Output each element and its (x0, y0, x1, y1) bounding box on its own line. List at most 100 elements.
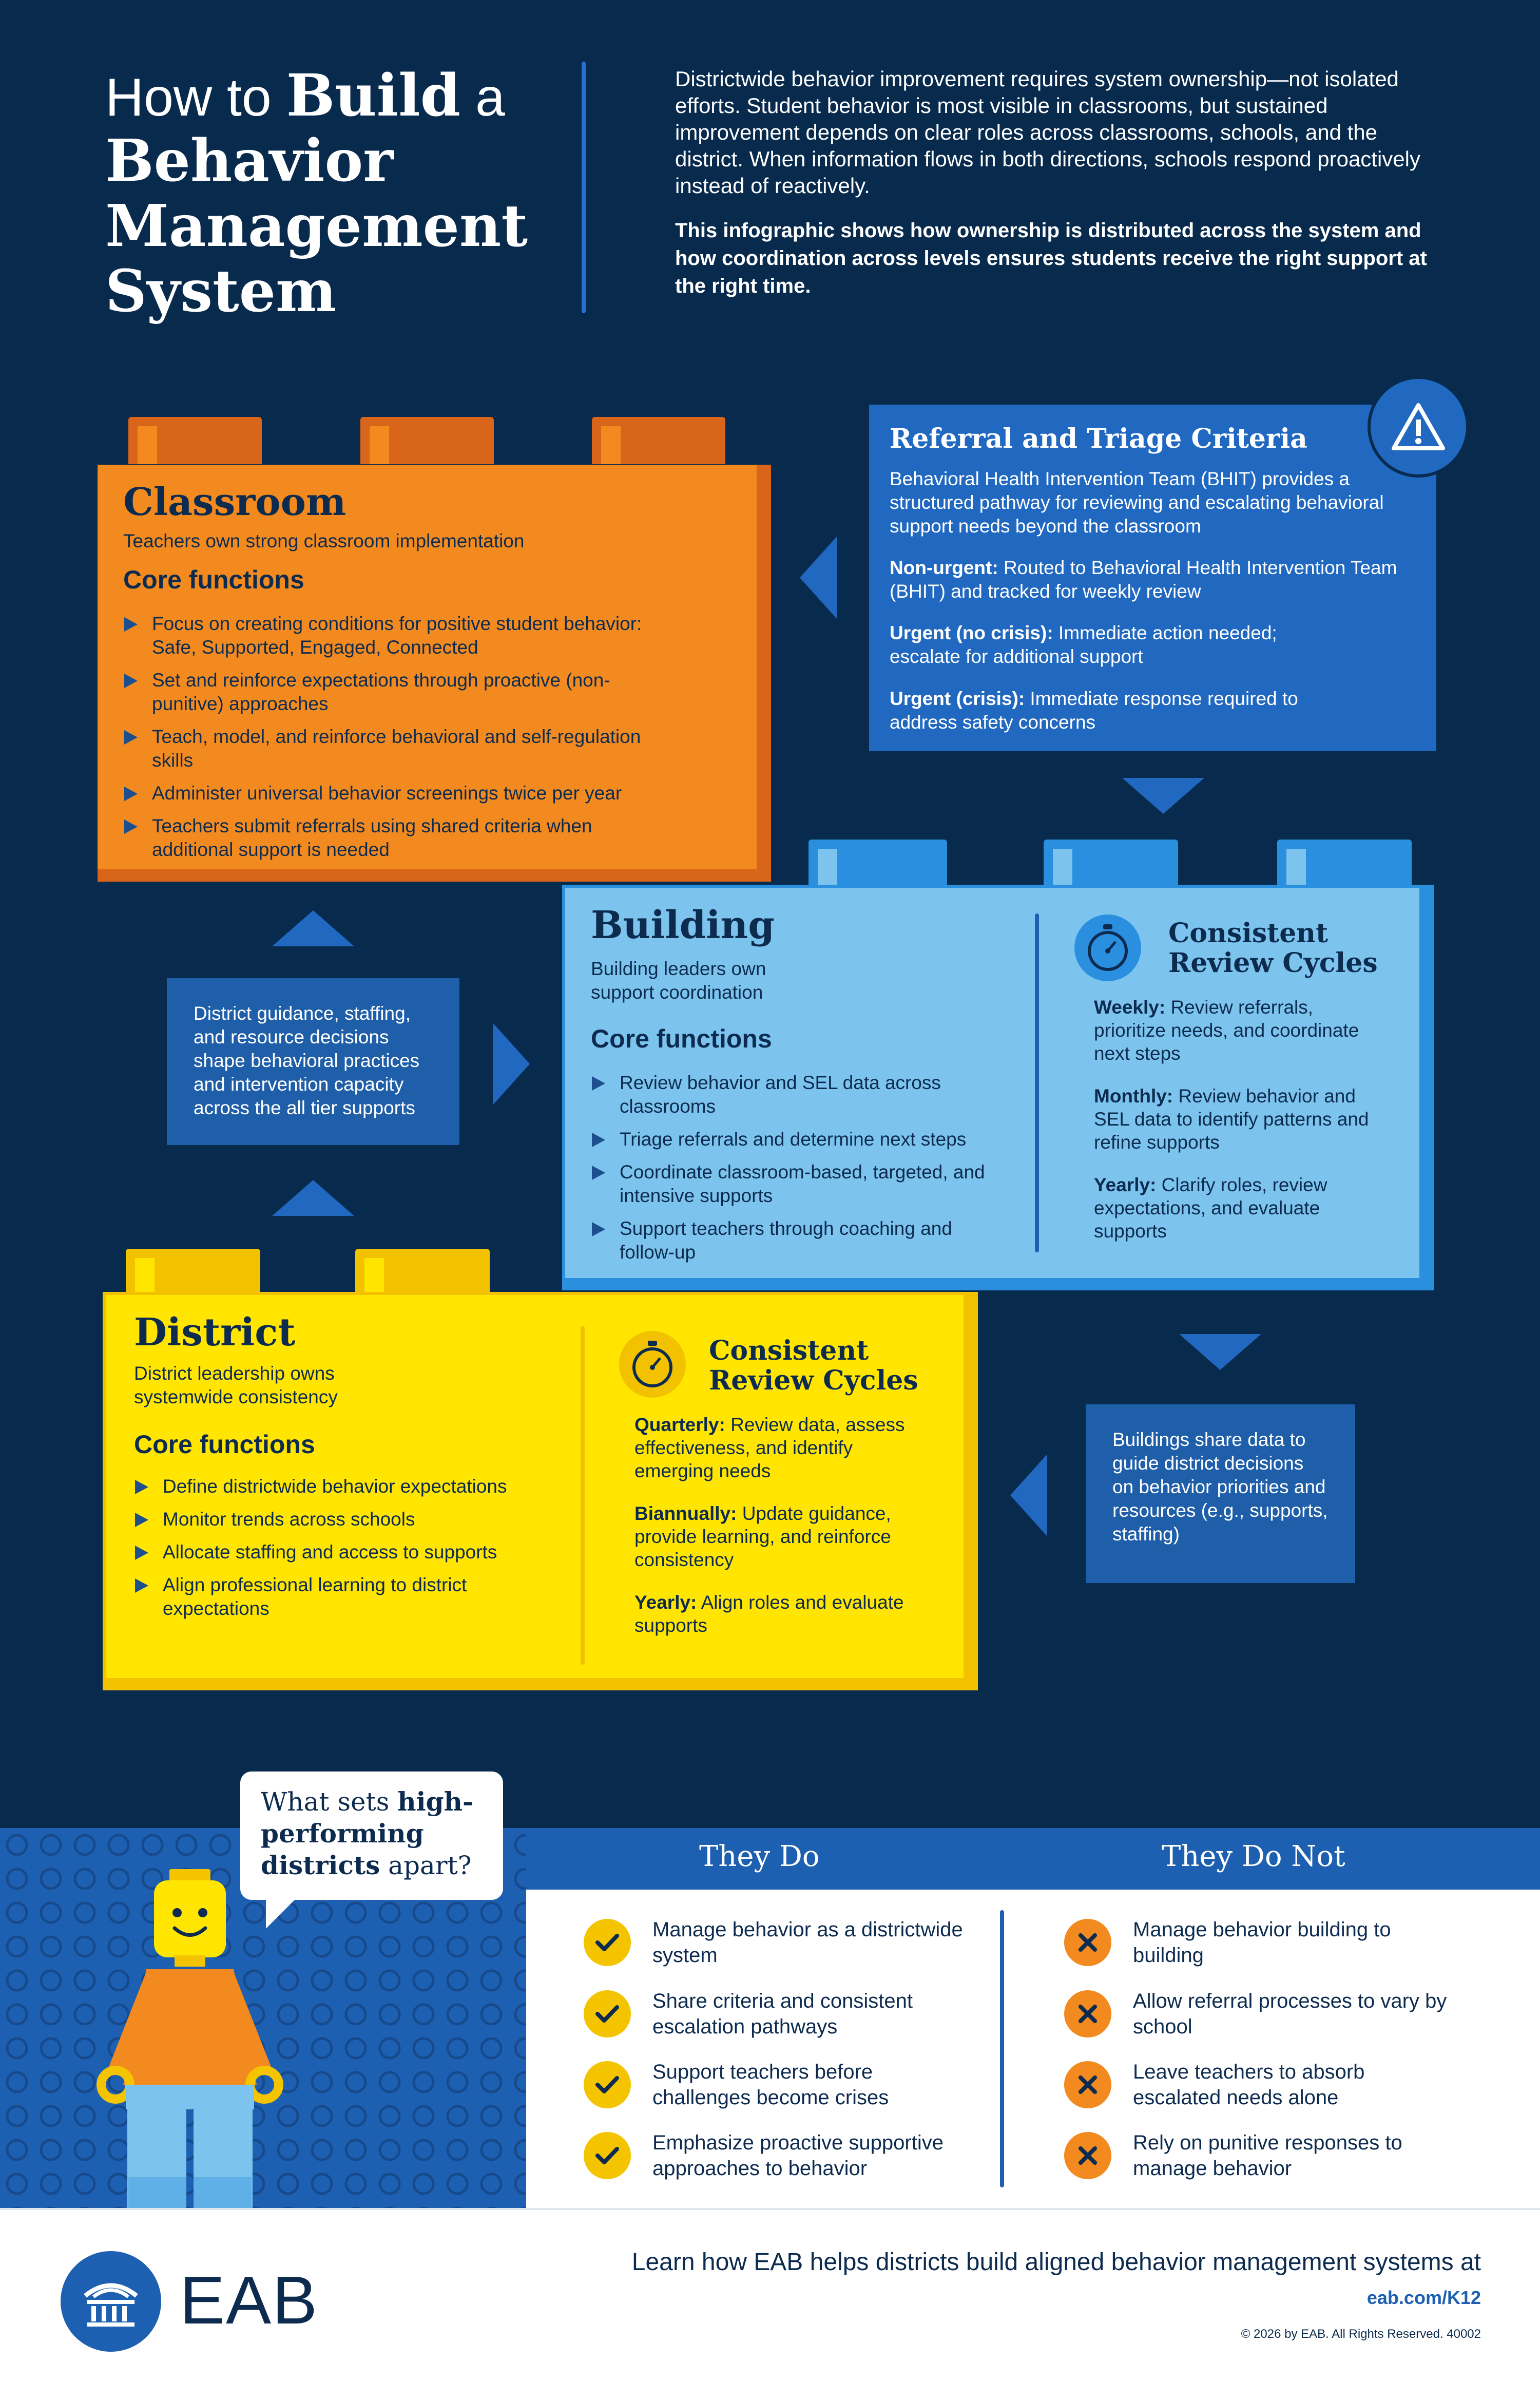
item-text: Allow referral processes to vary by scho… (1133, 1990, 1447, 2038)
title-bold-build: Build (286, 62, 461, 129)
they-do-not-item: Manage behavior building to building (1064, 1917, 1454, 1968)
referral-label: Non-urgent: (890, 557, 998, 578)
eab-logo-icon[interactable] (61, 2251, 161, 2352)
list-item: Define districtwide behavior expectation… (134, 1475, 540, 1498)
stopwatch-icon (1074, 915, 1141, 981)
x-icon (1064, 1990, 1111, 2037)
cycle-item-yearly: Yearly: Clarify roles, review expectatio… (1094, 1173, 1381, 1243)
arrow-right-icon (493, 1023, 530, 1105)
lego-figure-illustration (97, 1869, 283, 2208)
item-text: Leave teachers to absorb escalated needs… (1133, 2061, 1365, 2109)
comparison-panel (526, 1890, 1540, 2208)
warning-icon (1368, 376, 1469, 478)
header-divider (582, 62, 586, 313)
arrow-left-icon (1010, 1454, 1047, 1536)
bubble-pre: What sets (261, 1787, 398, 1817)
district-core-title: Core functions (134, 1430, 315, 1459)
stopwatch-icon (619, 1331, 686, 1398)
building-stud (1044, 840, 1178, 887)
list-item: Administer universal behavior screenings… (123, 782, 667, 805)
intro-bold-text: This infographic shows how ownership is … (675, 219, 1427, 297)
comparison-divider (1000, 1910, 1004, 2187)
referral-item-urgent-crisis: Urgent (crisis): Immediate response requ… (890, 687, 1352, 734)
classroom-stud (128, 417, 262, 464)
footer-copyright: © 2026 by EAB. All Rights Reserved. 4000… (1241, 2327, 1481, 2341)
x-icon (1064, 2132, 1111, 2179)
building-cycles: Weekly: Review referrals, prioritize nee… (1094, 996, 1381, 1262)
arrow-down-icon (1122, 778, 1204, 814)
cycle-label: Yearly: (1094, 1174, 1157, 1195)
check-icon (584, 2132, 631, 2179)
classroom-stud (592, 417, 725, 464)
cycle-label: Weekly: (1094, 997, 1166, 1018)
bubble-tail (266, 1899, 296, 1929)
building-title: Building (591, 903, 775, 947)
cycle-text: Update guidance, provide learning, and r… (634, 1503, 891, 1570)
referral-text: Routed to Behavioral Health Intervention… (890, 557, 1397, 602)
district-divider (581, 1326, 585, 1665)
list-item: Align professional learning to district … (134, 1573, 540, 1621)
building-divider (1035, 913, 1039, 1252)
building-core-list: Review behavior and SEL data across clas… (591, 1071, 1002, 1273)
district-card: District District leadership owns system… (103, 1292, 978, 1690)
list-item: Teachers submit referrals using shared c… (123, 814, 667, 862)
title-line-behavior: Behavior (105, 127, 394, 195)
building-cycle-title: Consistent Review Cycles (1168, 918, 1378, 979)
classroom-core-title: Core functions (123, 565, 304, 594)
footer: EAB Learn how EAB helps districts build … (0, 2208, 1540, 2381)
they-do-not-item: Allow referral processes to vary by scho… (1064, 1988, 1454, 2040)
x-icon (1064, 2061, 1111, 2108)
building-stud (808, 840, 947, 887)
arrow-up-icon (272, 1180, 354, 1216)
classroom-stud (360, 417, 494, 464)
district-title: District (134, 1310, 296, 1355)
referral-triage-card: Referral and Triage Criteria Behavioral … (869, 405, 1436, 751)
check-icon (584, 1919, 631, 1966)
classroom-card: Classroom Teachers own strong classroom … (98, 465, 771, 882)
cycle-item-yearly: Yearly: Align roles and evaluate support… (634, 1591, 922, 1637)
referral-item-urgent-no-crisis: Urgent (no crisis): Immediate action nee… (890, 621, 1352, 669)
list-item: Monitor trends across schools (134, 1508, 540, 1531)
classroom-core-list: Focus on creating conditions for positiv… (123, 612, 667, 871)
item-text: Share criteria and consistent escalation… (652, 1990, 913, 2038)
arrow-left-icon (800, 537, 837, 619)
they-do-not-item: Rely on punitive responses to manage beh… (1064, 2130, 1454, 2181)
cycle-text: Clarify roles, review expectations, and … (1094, 1174, 1327, 1242)
classroom-subtitle: Teachers own strong classroom implementa… (123, 530, 525, 551)
bubble-bold: high-performing districts (261, 1786, 473, 1880)
item-text: Emphasize proactive supportive approache… (652, 2131, 944, 2180)
intro-text: Districtwide behavior improvement requir… (675, 67, 1420, 198)
check-icon (584, 2061, 631, 2108)
list-item: Coordinate classroom-based, targeted, an… (591, 1160, 1002, 1208)
district-stud (355, 1249, 490, 1296)
district-cycles: Quarterly: Review data, assess effective… (634, 1413, 922, 1656)
list-item: Triage referrals and determine next step… (591, 1128, 1002, 1151)
cycle-item-quarterly: Quarterly: Review data, assess effective… (634, 1413, 922, 1482)
they-do-not-item: Leave teachers to absorb escalated needs… (1064, 2059, 1454, 2110)
they-do-heading: They Do (699, 1840, 820, 1873)
page-title: How to Build a Behavior Management Syste… (105, 64, 567, 325)
referral-intro: Behavioral Health Intervention Team (BHI… (890, 468, 1384, 537)
referral-text: Immediate response required to address s… (890, 688, 1298, 733)
they-do-item: Manage behavior as a districtwide system (584, 1917, 974, 1968)
title-line-management: Management (105, 193, 528, 260)
list-item: Teach, model, and reinforce behavioral a… (123, 725, 667, 772)
eab-logo-text: EAB (180, 2262, 319, 2338)
speech-bubble: What sets high-performing districts apar… (240, 1772, 503, 1900)
cycle-item-biannually: Biannually: Update guidance, provide lea… (634, 1502, 922, 1571)
arrow-down-icon (1179, 1334, 1261, 1370)
district-subtitle: District leadership owns systemwide cons… (134, 1363, 338, 1407)
classroom-title: Classroom (123, 480, 346, 524)
building-stud (1277, 840, 1412, 887)
item-text: Rely on punitive responses to manage beh… (1133, 2131, 1402, 2180)
title-mid: a (460, 68, 505, 127)
district-stud (126, 1249, 260, 1296)
bubble-post: apart? (380, 1851, 472, 1880)
district-core-list: Define districtwide behavior expectation… (134, 1475, 540, 1630)
referral-label: Urgent (crisis): (890, 688, 1025, 709)
item-text: Support teachers before challenges becom… (652, 2061, 889, 2109)
footer-link[interactable]: eab.com/K12 (1366, 2287, 1481, 2308)
list-item: Focus on creating conditions for positiv… (123, 612, 667, 659)
referral-text: Immediate action needed; escalate for ad… (890, 622, 1277, 667)
footer-cta: Learn how EAB helps districts build alig… (631, 2249, 1481, 2276)
